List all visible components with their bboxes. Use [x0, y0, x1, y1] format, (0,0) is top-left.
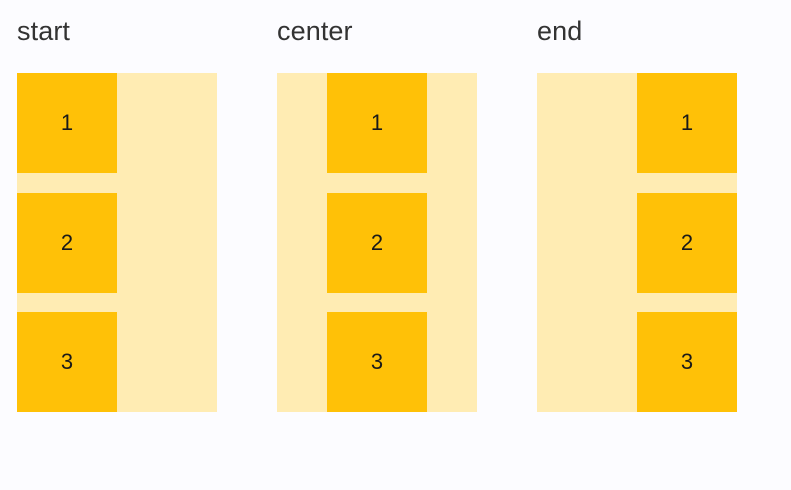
- flex-item: 3: [17, 312, 117, 412]
- flex-item: 3: [327, 312, 427, 412]
- flex-item-label: 1: [680, 110, 694, 135]
- flex-item: 2: [637, 192, 737, 293]
- column-label-center: center: [277, 16, 353, 46]
- flex-item: 2: [327, 192, 427, 293]
- flex-item-label: 3: [60, 349, 74, 374]
- flex-container-end: 1 2 3: [537, 73, 737, 412]
- flex-item-label: 3: [680, 349, 694, 374]
- flex-item-label: 2: [680, 229, 694, 255]
- flex-item-label: 2: [370, 229, 384, 255]
- column-label-end: end: [537, 16, 583, 46]
- flex-container-start: 1 2 3: [17, 73, 217, 412]
- flex-container-center: 1 2 3: [277, 73, 477, 412]
- column-label-start: start: [17, 16, 71, 46]
- flex-item-label: 3: [370, 349, 384, 374]
- flex-item-label: 1: [370, 110, 384, 135]
- flex-item-label: 1: [60, 110, 74, 135]
- flex-item: 2: [17, 192, 117, 293]
- flex-item: 1: [637, 73, 737, 173]
- flex-item: 3: [637, 312, 737, 412]
- flex-item: 1: [327, 73, 427, 173]
- flex-item: 1: [17, 73, 117, 173]
- flex-item-label: 2: [60, 229, 74, 255]
